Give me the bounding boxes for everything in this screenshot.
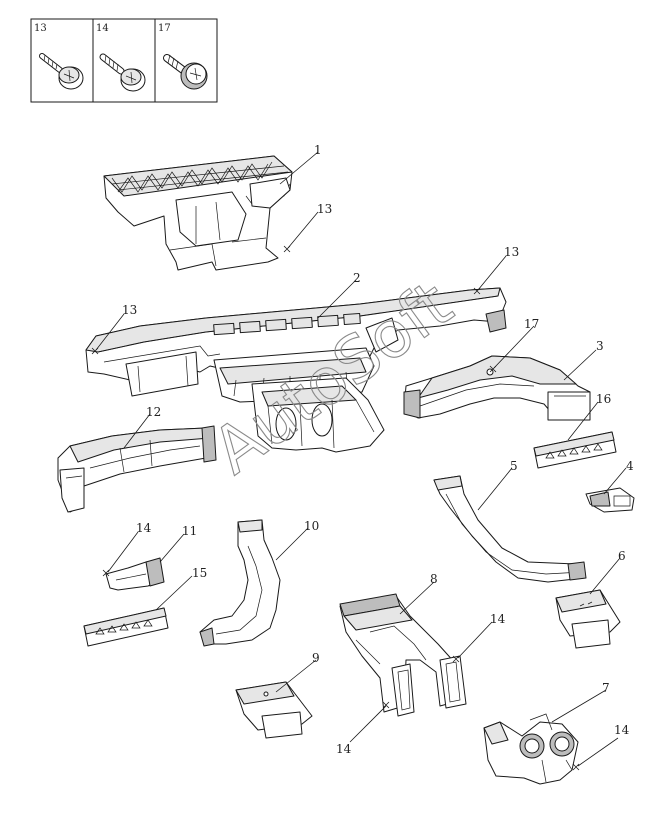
callout-5: 5 [510, 459, 518, 473]
callout-14-bottom: 14 [336, 742, 352, 756]
part-8-center-floor-duct [339, 593, 467, 717]
callout-4: 4 [626, 459, 634, 473]
callout-2: 2 [353, 271, 361, 285]
callout-10: 10 [304, 519, 319, 533]
flange-head-screw-icon [163, 54, 208, 90]
callout-13-top: 13 [317, 202, 332, 216]
part-5-floor-duct-right [433, 475, 587, 583]
callout-14-right: 14 [614, 723, 630, 737]
callout-14-left: 14 [136, 521, 152, 535]
callout-12: 12 [146, 405, 161, 419]
legend-number-17: 17 [158, 23, 171, 34]
part-7-outlet-housing [483, 713, 579, 785]
part-9-connector-block [235, 681, 313, 739]
callout-1: 1 [314, 143, 322, 157]
callout-16: 16 [596, 392, 611, 406]
part-3-right-side-duct [403, 355, 591, 421]
part-16-right-vent-grille [533, 431, 617, 469]
part-11-bracket [105, 557, 165, 591]
callout-6: 6 [618, 549, 626, 563]
part-10-floor-duct-left [199, 519, 281, 647]
screw-legend: 13 14 17 [30, 18, 218, 103]
callout-13-right: 13 [504, 245, 519, 259]
callout-11: 11 [182, 524, 197, 538]
callout-8: 8 [430, 572, 438, 586]
pan-head-screw-icon [99, 53, 146, 92]
pan-head-screw-icon [39, 53, 84, 90]
callout-14-center: 14 [490, 612, 506, 626]
legend-number-14: 14 [96, 23, 109, 34]
part-1-defroster-grille [103, 155, 293, 271]
callout-13-left: 13 [122, 303, 137, 317]
legend-number-13: 13 [34, 23, 47, 34]
callout-3: 3 [596, 339, 604, 353]
part-15-left-vent-grille [83, 607, 169, 647]
part-6-connector-block [555, 589, 621, 649]
callout-numbers: 1 13 2 13 13 17 3 12 16 4 5 10 11 14 15 … [122, 143, 634, 756]
callout-9: 9 [312, 651, 320, 665]
callout-7: 7 [602, 681, 610, 695]
part-4-clip [585, 487, 635, 513]
leader-lines [95, 151, 627, 767]
callout-15: 15 [192, 566, 207, 580]
part-12-left-side-duct [57, 425, 217, 513]
part-2-main-air-duct [85, 287, 507, 453]
callout-17: 17 [524, 317, 539, 331]
